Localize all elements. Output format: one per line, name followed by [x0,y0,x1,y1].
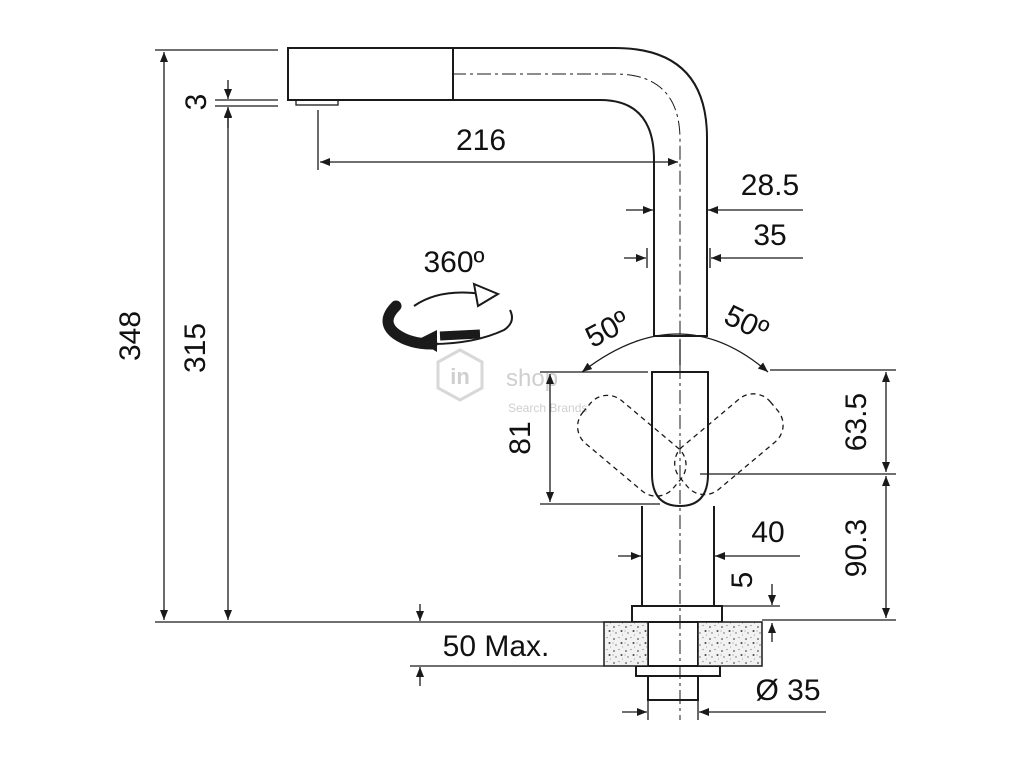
rotation-indicator: 360º [382,246,513,352]
countertop [603,621,763,667]
watermark: in shop Search Brands [436,348,587,415]
lever-left-position [576,394,687,497]
dim-spout-height: 315 [179,108,232,620]
dim-lever-offset: 63.5 [700,369,896,475]
label-lever-offset: 63.5 [840,393,873,451]
watermark-logo-icon: in [436,348,484,402]
label-base-width: 40 [751,516,784,549]
dim-total-height: 348 [114,49,640,623]
watermark-tagline: Search Brands [508,401,587,415]
label-max-countertop: 50 Max. [443,630,550,663]
watermark-logo-text: in [450,364,470,389]
countertop-right [697,621,763,667]
aerator [295,99,339,106]
dim-base-width: 40 [618,516,800,560]
dim-flange: 5 [722,572,780,642]
label-lever-height: 81 [504,421,537,454]
label-aerator-offset: 3 [180,94,213,111]
label-spout-reach: 216 [456,124,506,157]
dim-spout-reach: 216 [317,110,678,170]
dim-lever-height: 81 [504,371,660,505]
label-hole-diameter: Ø 35 [755,674,820,707]
dim-lever-base-height: 90.3 [762,476,896,621]
base-flange [631,605,723,623]
mounting-shank-lower [647,675,699,701]
lever [651,371,709,508]
faucet-outline [287,47,784,720]
label-column-width-top: 28.5 [741,169,799,202]
label-spout-height: 315 [179,323,212,373]
label-column-width-mid: 35 [753,219,786,252]
dim-hole-diameter: Ø 35 [622,674,826,720]
mounting-shank [647,621,699,667]
lever-right-position [674,393,784,496]
dim-max-countertop: 50 Max. [410,604,604,686]
dim-aerator-offset: 3 [180,80,278,128]
mounting-nut [635,665,721,677]
label-lever-angle-left: 50º [580,305,635,355]
dim-column-width-top: 28.5 [626,169,803,214]
dim-column-width-mid: 35 [624,219,803,268]
spout-centerline [452,73,681,340]
label-lever-angle-right: 50º [719,299,773,348]
label-flange: 5 [726,572,759,589]
label-lever-base-height: 90.3 [840,519,873,577]
label-total-height: 348 [114,311,147,361]
rotation-arrow-icon [382,282,513,352]
countertop-left [603,621,649,667]
label-rotation: 360º [423,246,484,279]
